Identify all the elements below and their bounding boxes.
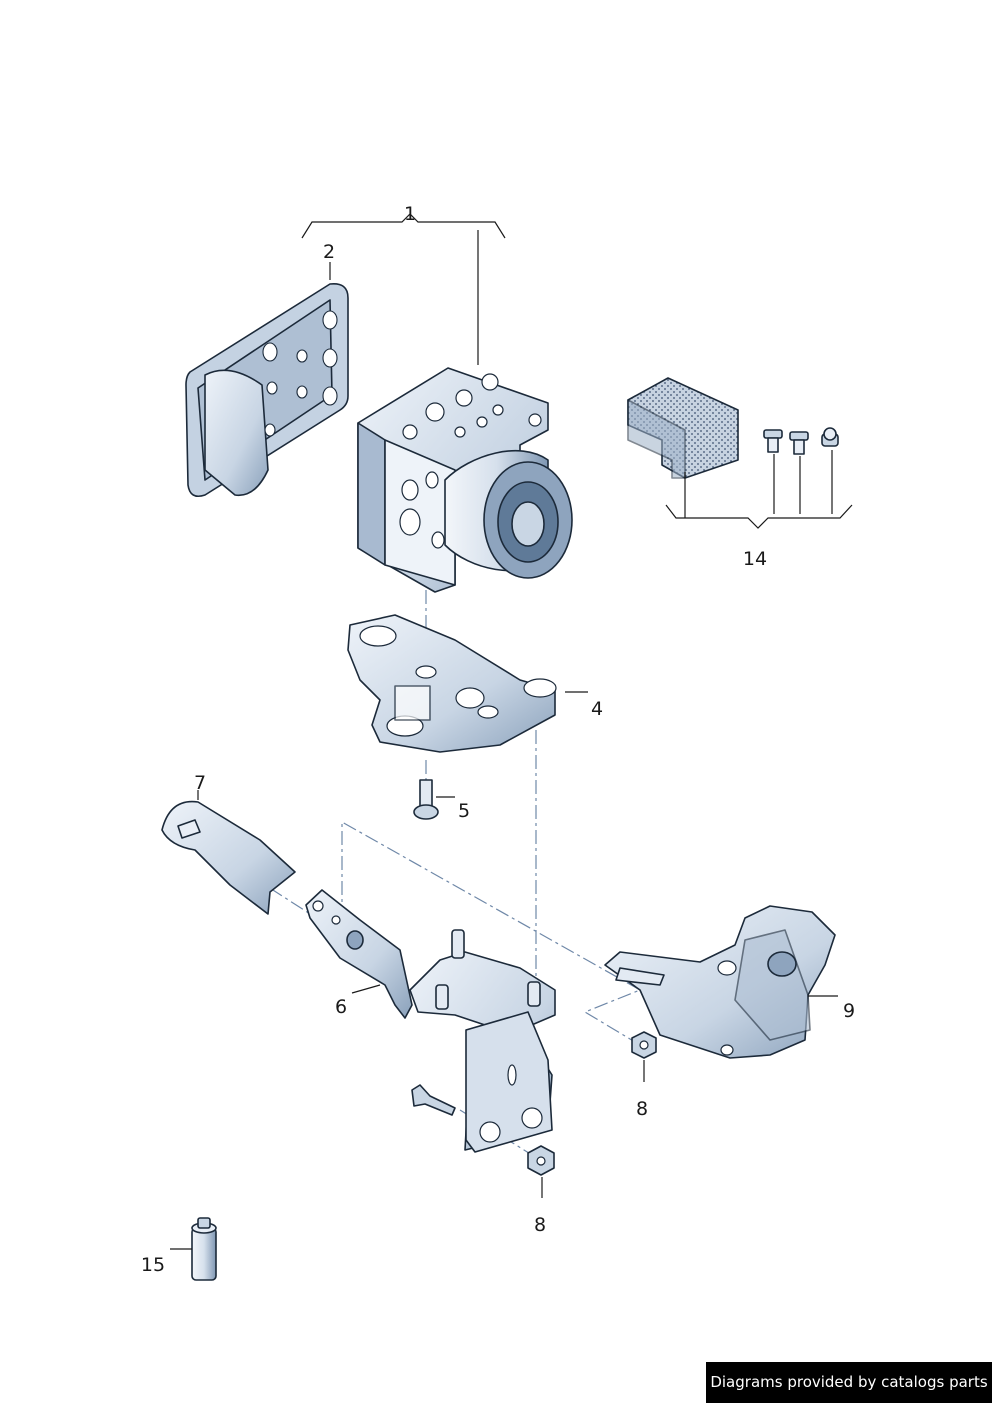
callout-8-upper: 8 [636, 1098, 648, 1120]
mounting-bracket [347, 614, 557, 753]
bracket [305, 889, 556, 1153]
callout-14: 14 [743, 548, 767, 570]
sleeve [191, 1217, 217, 1281]
abs-unit [357, 367, 573, 593]
callout-1: 1 [404, 203, 416, 225]
callout-4: 4 [591, 698, 603, 720]
callout-5: 5 [458, 800, 470, 822]
repair-kit [627, 377, 839, 479]
credit-banner: Diagrams provided by catalogs parts [706, 1362, 992, 1403]
bolt [413, 779, 439, 820]
heat-shield-small [161, 800, 296, 915]
callout-7: 7 [194, 772, 206, 794]
callout-9: 9 [843, 1000, 855, 1022]
leader-lines [170, 213, 853, 1250]
screw-3 [821, 427, 839, 447]
screw-2 [789, 431, 809, 455]
callout-2: 2 [323, 241, 335, 263]
nut-upper [631, 1031, 657, 1059]
control-module [185, 282, 349, 498]
threaded-stud [411, 1084, 456, 1116]
screw-1 [763, 429, 783, 453]
heat-shield-large [604, 905, 836, 1059]
callout-6: 6 [335, 996, 347, 1018]
callout-15: 15 [141, 1254, 165, 1276]
callout-8-lower: 8 [534, 1214, 546, 1236]
nut-lower [527, 1145, 555, 1176]
